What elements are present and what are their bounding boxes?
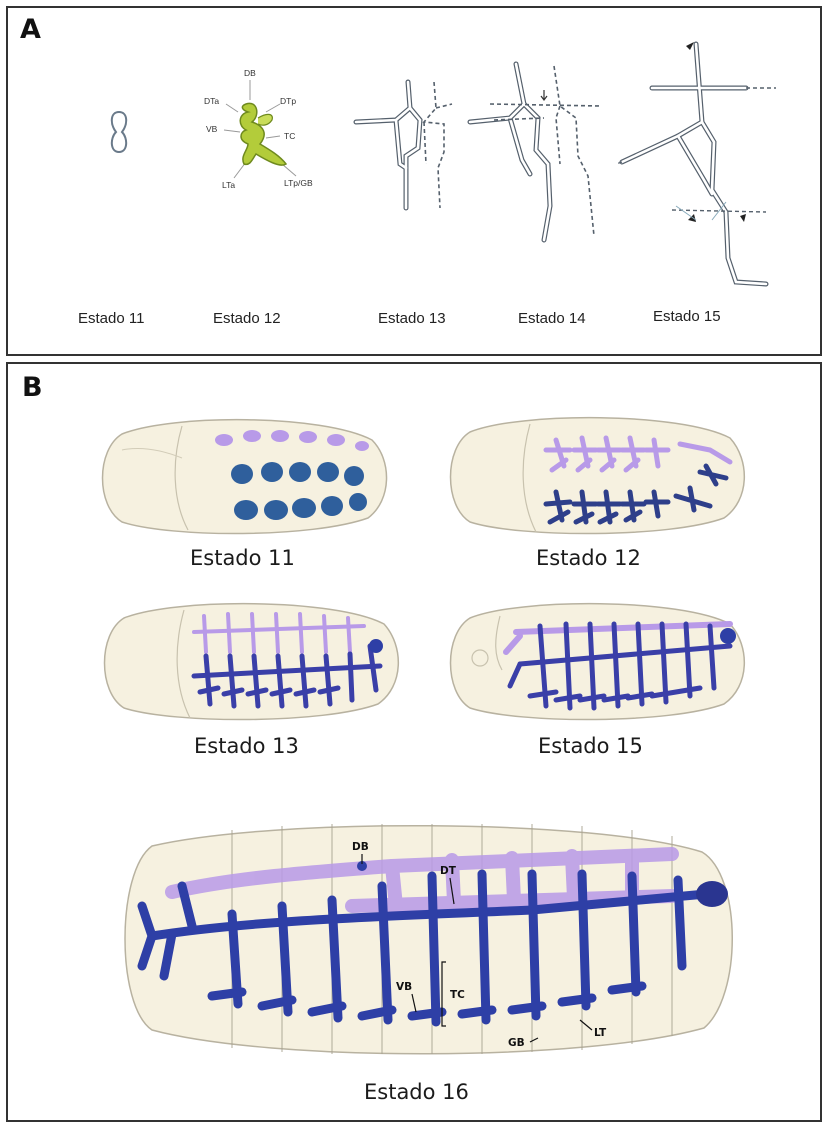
stage-a-14-label: Estado 14 [518, 310, 586, 327]
stage-11-placode-drawing [104, 108, 134, 158]
stage-12-branch-drawing: DB DTa DTp VB TC LTa LTp/GB [168, 60, 318, 210]
stage-b-11-label: Estado 11 [190, 546, 295, 570]
label16-vb: VB [396, 981, 412, 993]
stage-14-branch-drawing [464, 56, 624, 246]
stage-a-12-label: Estado 12 [213, 310, 281, 327]
stage-b-16-label: Estado 16 [364, 1080, 469, 1104]
label16-tc: TC [450, 989, 465, 1001]
panel-b-letter: B [22, 372, 43, 403]
stage-b-13-label: Estado 13 [194, 734, 299, 758]
stage-13-branch-drawing [348, 68, 478, 218]
stage-15-branch-drawing [616, 30, 796, 300]
stage-a-13-label: Estado 13 [378, 310, 446, 327]
embryo-stage-13 [94, 596, 404, 726]
embryo-stage-16: DB DT VB TC GB LT [112, 816, 744, 1066]
label-lta: LTa [222, 180, 235, 190]
embryo-stage-11 [92, 410, 392, 540]
embryo-stage-15 [440, 596, 750, 726]
label16-gb: GB [508, 1037, 525, 1049]
panel-b: B [6, 362, 822, 1122]
label-dta: DTa [204, 96, 219, 106]
panel-a: A DB DTa DTp VB TC LTa LTp/GB [6, 6, 822, 356]
panel-a-letter: A [20, 14, 41, 45]
label16-lt: LT [594, 1027, 607, 1039]
label-db: DB [244, 68, 256, 78]
stage-a-11-label: Estado 11 [78, 310, 144, 327]
label-vb: VB [206, 124, 218, 134]
stage-b-12-label: Estado 12 [536, 546, 641, 570]
stage-b-15-label: Estado 15 [538, 734, 643, 758]
label-tc: TC [284, 131, 295, 141]
embryo-stage-12 [440, 410, 750, 540]
label-dtp: DTp [280, 96, 296, 106]
stage-a-15-label: Estado 15 [653, 308, 721, 325]
label16-db: DB [352, 841, 369, 853]
label-ltp-gb: LTp/GB [284, 178, 313, 188]
label16-dt: DT [440, 865, 457, 877]
